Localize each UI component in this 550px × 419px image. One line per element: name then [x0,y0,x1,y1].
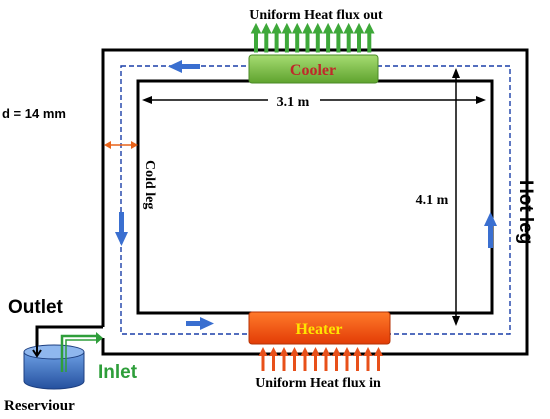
height-label: 4.1 m [416,193,449,208]
heat-out-arrow [322,22,334,53]
heat-in-arrow [258,347,268,371]
inlet-label: Inlet [98,362,138,383]
flow-arrow-right [484,212,497,248]
diameter-label: d = 14 mm [2,106,66,121]
heat-in-arrows [258,347,383,371]
heat-in-arrow [279,347,289,371]
heat-out-arrow [333,22,344,53]
heat-out-arrow [353,22,365,53]
heat-flux-in-label: Uniform Heat flux in [255,376,381,391]
heat-in-arrow [342,347,352,371]
heat-out-arrow [281,22,293,53]
heat-in-arrow [332,347,341,371]
heat-in-arrow [269,347,278,371]
cooler-label: Cooler [290,62,336,79]
flow-arrow-top [168,60,200,73]
heat-out-arrow [302,22,313,53]
heat-out-arrow [291,22,303,53]
heat-out-arrow [260,22,272,53]
heat-in-arrow [353,347,362,371]
outer-pipe-wall [101,48,529,356]
width-label-bg [268,91,320,109]
heat-in-arrow [363,347,373,371]
heater-label: Heater [295,321,342,338]
heat-flux-out-label: Uniform Heat flux out [249,8,383,23]
cooler-block [248,54,379,84]
heat-out-arrow [271,22,282,53]
outlet-label: Outlet [8,297,64,318]
hot-leg-label: Hot leg [515,180,536,244]
heat-in-arrow [290,347,299,371]
heater-block [248,311,391,345]
heat-in-arrow [374,347,383,371]
outlet-arrow [32,340,42,358]
heat-in-arrow [300,347,310,371]
cold-leg-label: Cold leg [142,160,157,209]
height-label-bg [410,189,454,209]
diameter-arrow [104,141,138,149]
heat-in-arrow [321,347,331,371]
heat-out-arrow [250,22,262,53]
height-dimension [452,68,460,326]
flow-arrow-left [115,212,128,246]
heat-in-arrow [311,347,320,371]
heat-out-arrow [312,22,324,53]
reservoir-label: Reserviour [4,398,75,414]
width-label: 3.1 m [277,95,310,110]
heat-out-arrow [363,22,375,53]
heat-out-arrow [343,22,355,53]
inlet-pipe [60,332,103,372]
reservoir-tank [23,344,85,390]
heat-out-arrows [250,22,375,53]
flow-arrow-bottom [186,317,214,330]
